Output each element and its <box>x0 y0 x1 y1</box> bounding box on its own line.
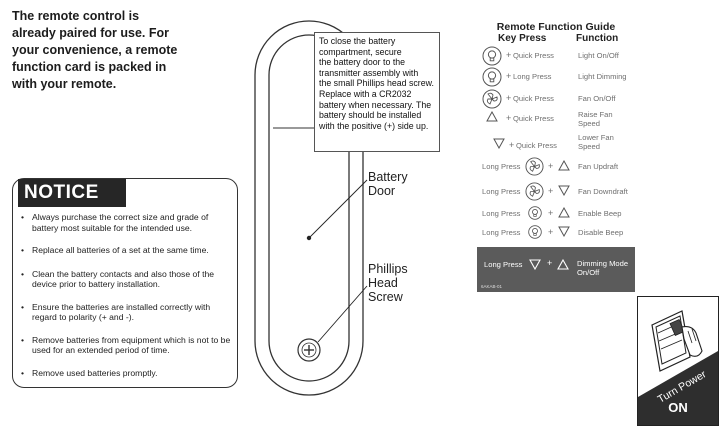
guide-row-light-dimming: + Long Press Light Dimming <box>478 66 638 88</box>
plus-sign: + <box>548 186 554 196</box>
guide-press: Long Press <box>482 187 521 196</box>
callout-line: To close the battery <box>319 36 396 46</box>
bulb-icon <box>482 46 502 66</box>
guide-function: Enable Beep <box>578 209 622 218</box>
intro-line: already paired for use. For <box>12 26 169 40</box>
guide-col-keypress: Key Press <box>498 33 547 44</box>
notice-item: Ensure the batteries are installed corre… <box>20 302 232 323</box>
guide-title: Remote Function Guide <box>496 21 616 33</box>
callout-line: the battery door to the <box>319 57 406 68</box>
phillips-label-line: Head <box>368 276 398 290</box>
battery-door-leader <box>308 179 368 239</box>
guide-press: Long Press <box>484 260 523 269</box>
callout-line: Replace with a CR2032 <box>319 88 412 99</box>
intro-text: The remote control is already paired for… <box>12 8 184 93</box>
notice-title: NOTICE <box>18 179 126 207</box>
callout-line: transmitter assembly with <box>319 67 419 78</box>
battery-door-label: Battery Door <box>368 170 448 198</box>
guide-function: Light Dimming <box>578 72 627 81</box>
power-on-label: ON <box>668 400 688 415</box>
phillips-screw-label: Phillips Head Screw <box>368 262 448 304</box>
callout-line: with the positive (+) side up. <box>319 120 429 131</box>
plus-sign: + <box>548 161 554 171</box>
guide-row-enable-beep: Long Press + Enable Beep <box>478 203 638 225</box>
phillips-label-line: Screw <box>368 290 403 304</box>
plus-sign: + <box>506 113 512 123</box>
guide-function: Disable Beep <box>578 228 624 237</box>
card-code: 6AKAB-01 <box>481 284 503 289</box>
guide-press: Long Press <box>482 228 521 237</box>
plus-sign: + <box>509 140 515 150</box>
triangle-up-icon <box>557 259 569 270</box>
triangle-up-icon <box>558 207 570 218</box>
plus-sign: + <box>548 227 554 237</box>
intro-line: with your remote. <box>12 77 117 91</box>
callout-line: battery should be installed <box>319 110 422 121</box>
triangle-down-icon <box>529 259 541 270</box>
notice-item: Clean the battery contacts and also thos… <box>20 269 232 290</box>
callout-line: battery when necessary. The <box>319 99 432 110</box>
wall-switch-icon <box>638 310 718 425</box>
intro-line: function card is packed in <box>12 60 167 74</box>
guide-row-light-toggle: + Quick Press Light On/Off <box>478 45 638 67</box>
triangle-down-icon <box>558 185 570 196</box>
fan-icon <box>482 89 502 109</box>
battery-door-label-line: Battery <box>368 170 408 184</box>
guide-action: Quick Press <box>513 114 554 123</box>
guide-row-disable-beep: Long Press + Disable Beep <box>478 222 638 244</box>
callout-line: the small Phillips head screw. <box>319 78 434 89</box>
plus-sign: + <box>547 258 553 268</box>
notice-item: Always purchase the correct size and gra… <box>20 212 232 233</box>
bulb-icon <box>528 225 542 239</box>
triangle-down-icon <box>493 138 505 149</box>
guide-action: Quick Press <box>513 51 554 60</box>
notice-item: Remove used batteries promptly. <box>20 368 232 379</box>
battery-door-label-line: Door <box>368 184 396 198</box>
screw-leader <box>317 285 368 343</box>
triangle-up-icon <box>558 160 570 171</box>
guide-press: Long Press <box>482 209 521 218</box>
bulb-icon <box>482 67 502 87</box>
guide-col-function: Function <box>576 33 619 44</box>
fan-icon <box>525 182 544 201</box>
guide-function: Fan On/Off <box>578 94 616 103</box>
phillips-label-line: Phillips <box>368 262 408 276</box>
guide-action: Quick Press <box>516 141 557 150</box>
triangle-down-icon <box>558 226 570 237</box>
guide-action: Quick Press <box>513 94 554 103</box>
notice-item: Remove batteries from equipment which is… <box>20 335 232 356</box>
guide-row-fan-updraft: Long Press + Fan Updraft <box>478 156 638 178</box>
guide-action: Long Press <box>513 72 552 81</box>
plus-sign: + <box>506 50 512 60</box>
guide-function: Fan Updraft <box>578 162 619 171</box>
guide-function: Light On/Off <box>578 51 619 60</box>
intro-line: The remote control is <box>12 9 140 23</box>
triangle-up-icon <box>486 111 498 122</box>
guide-row-fan-toggle: + Quick Press Fan On/Off <box>478 88 638 110</box>
guide-press: Long Press <box>482 162 521 171</box>
guide-row-fan-downdraft: Long Press + Fan Downdraft <box>478 181 638 203</box>
plus-sign: + <box>506 71 512 81</box>
fan-icon <box>525 157 544 176</box>
intro-line: your convenience, a remote <box>12 43 178 57</box>
plus-sign: + <box>506 93 512 103</box>
callout-line: compartment, secure <box>319 46 402 57</box>
notice-item: Replace all batteries of a set at the sa… <box>20 245 232 256</box>
plus-sign: + <box>548 208 554 218</box>
guide-function: Fan Downdraft <box>578 187 628 196</box>
notice-box <box>12 178 238 388</box>
turn-power-on-card: Turn Power ON <box>637 296 719 426</box>
bulb-icon <box>528 206 542 220</box>
battery-instructions-callout: To close the battery compartment, secure… <box>314 32 440 152</box>
notice-list: Always purchase the correct size and gra… <box>20 212 232 378</box>
